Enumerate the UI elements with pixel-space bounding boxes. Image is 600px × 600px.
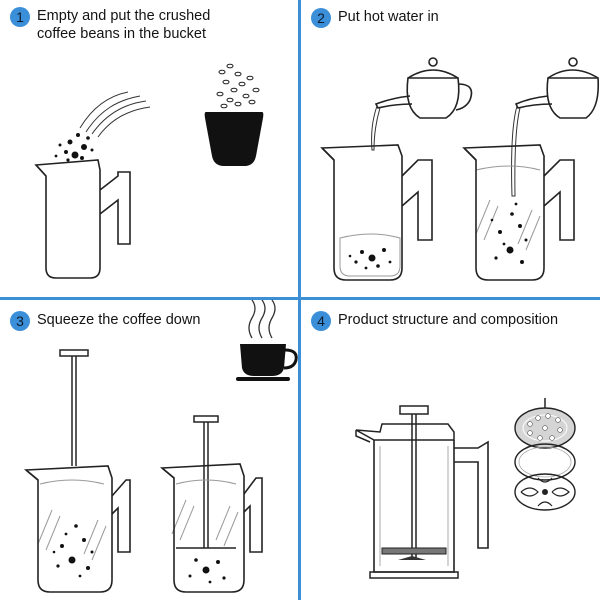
french-press-with-water: [320, 144, 433, 281]
hot-coffee-cup-icon: [236, 299, 298, 381]
step-1-title-line-1: Empty and put the crushed: [37, 8, 211, 24]
step-4-heading: 4 Product structure and composition: [311, 311, 558, 331]
french-press-empty: [34, 159, 131, 279]
step-4-title-line-1: Product structure and composition: [338, 312, 559, 328]
panel-divider-horizontal: [0, 297, 600, 300]
step-2-title: Put hot water in: [338, 8, 439, 26]
french-press-icon: [355, 405, 489, 579]
coffee-bean-bowl-icon: [204, 63, 264, 166]
step-1-title-line-2: coffee beans in the bucket: [37, 26, 207, 42]
kettle-icon: [374, 57, 473, 119]
french-press-plunger-up: [23, 349, 131, 593]
french-press-full: [462, 144, 575, 281]
panel-3-illustration: [23, 299, 298, 593]
panel-2-illustration: [320, 57, 600, 281]
water-stream: [511, 105, 521, 197]
falling-coffee-grounds: [54, 133, 94, 162]
step-3-number-badge: 3: [10, 311, 30, 331]
step-4-number-badge: 4: [311, 311, 331, 331]
french-press-plunger-down: [159, 415, 263, 593]
step-1-heading: 1 Empty and put the crushed coffee beans…: [10, 7, 210, 43]
step-3-title: Squeeze the coffee down: [37, 311, 200, 329]
panel-4-illustration: [355, 398, 576, 579]
step-1-title: Empty and put the crushed coffee beans i…: [37, 7, 210, 43]
water-stream: [371, 105, 381, 151]
step-4-title: Product structure and composition: [338, 311, 558, 329]
step-3-heading: 3 Squeeze the coffee down: [10, 311, 200, 331]
panel-1-illustration: [34, 63, 264, 279]
step-2-title-line-1: Put hot water in: [338, 9, 439, 25]
step-2-number-badge: 2: [311, 8, 331, 28]
kettle-icon: [514, 57, 600, 119]
panel-divider-vertical: [298, 0, 301, 600]
filter-disc-icon: [514, 398, 576, 511]
step-2-heading: 2 Put hot water in: [311, 8, 439, 28]
pour-streaks: [79, 91, 151, 138]
step-3-title-line-1: Squeeze the coffee down: [37, 312, 201, 328]
step-1-number-badge: 1: [10, 7, 30, 27]
